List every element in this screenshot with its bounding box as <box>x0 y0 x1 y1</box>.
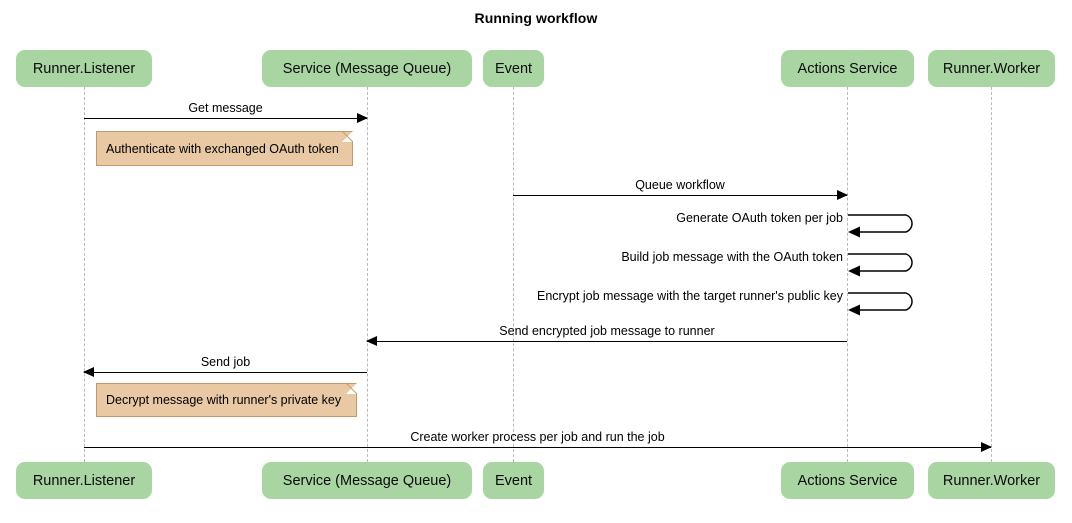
lifeline-runner-listener <box>84 87 85 462</box>
message-line <box>513 195 847 196</box>
participant-label: Event <box>494 60 533 77</box>
message-label: Create worker process per job and run th… <box>410 430 665 444</box>
message-line <box>84 447 991 448</box>
message-label: Send encrypted job message to runner <box>499 324 715 338</box>
message-label: Queue workflow <box>635 178 725 192</box>
participant-bottom-runner-worker[interactable]: Runner.Worker <box>928 462 1055 499</box>
participant-top-event[interactable]: Event <box>483 50 544 87</box>
lifeline-runner-worker <box>991 87 992 462</box>
participant-bottom-runner-listener[interactable]: Runner.Listener <box>16 462 152 499</box>
participant-label: Runner.Worker <box>942 472 1041 489</box>
arrow-right-icon <box>837 190 848 200</box>
participant-label: Event <box>494 472 533 489</box>
participant-label: Actions Service <box>797 472 898 489</box>
self-message-encrypt-job-message: Encrypt job message with the target runn… <box>537 289 915 316</box>
participant-top-runner-listener[interactable]: Runner.Listener <box>16 50 152 87</box>
message-label: Send job <box>200 355 251 369</box>
participant-bottom-service-mq[interactable]: Service (Message Queue) <box>262 462 472 499</box>
note-text: Decrypt message with runner's private ke… <box>106 393 342 407</box>
lifeline-event <box>513 87 514 462</box>
lifeline-service-mq <box>367 87 368 462</box>
participant-label: Actions Service <box>797 60 898 77</box>
page-title: Running workflow <box>474 10 598 26</box>
arrow-left-icon <box>366 336 377 346</box>
message-label: Get message <box>188 101 263 115</box>
participant-bottom-actions-service[interactable]: Actions Service <box>781 462 914 499</box>
participant-top-runner-worker[interactable]: Runner.Worker <box>928 50 1055 87</box>
self-message-label: Generate OAuth token per job <box>676 211 843 225</box>
participant-label: Service (Message Queue) <box>282 60 452 77</box>
message-line <box>84 118 367 119</box>
arrow-right-icon <box>357 113 368 123</box>
note-text: Authenticate with exchanged OAuth token <box>106 141 339 156</box>
self-message-label: Build job message with the OAuth token <box>621 250 843 264</box>
participant-label: Runner.Worker <box>942 60 1041 77</box>
self-message-generate-oauth-token: Generate OAuth token per job <box>676 211 915 238</box>
self-message-build-job-message: Build job message with the OAuth token <box>621 250 915 277</box>
participant-label: Runner.Listener <box>32 472 136 489</box>
note-fold-cut <box>346 383 357 394</box>
participant-bottom-event[interactable]: Event <box>483 462 544 499</box>
arrow-right-icon <box>981 442 992 452</box>
message-line <box>367 341 847 342</box>
lifeline-actions-service <box>847 87 848 462</box>
participant-label: Service (Message Queue) <box>282 472 452 489</box>
participant-top-service-mq[interactable]: Service (Message Queue) <box>262 50 472 87</box>
self-message-label: Encrypt job message with the target runn… <box>536 289 843 303</box>
arrow-left-icon <box>83 367 94 377</box>
participant-top-actions-service[interactable]: Actions Service <box>781 50 914 87</box>
note-fold-cut <box>342 131 353 142</box>
participant-label: Runner.Listener <box>32 60 136 77</box>
message-line <box>84 372 367 373</box>
note-authenticate-note: Authenticate with exchanged OAuth token <box>96 131 353 166</box>
note-decrypt-note: Decrypt message with runner's private ke… <box>96 383 357 417</box>
